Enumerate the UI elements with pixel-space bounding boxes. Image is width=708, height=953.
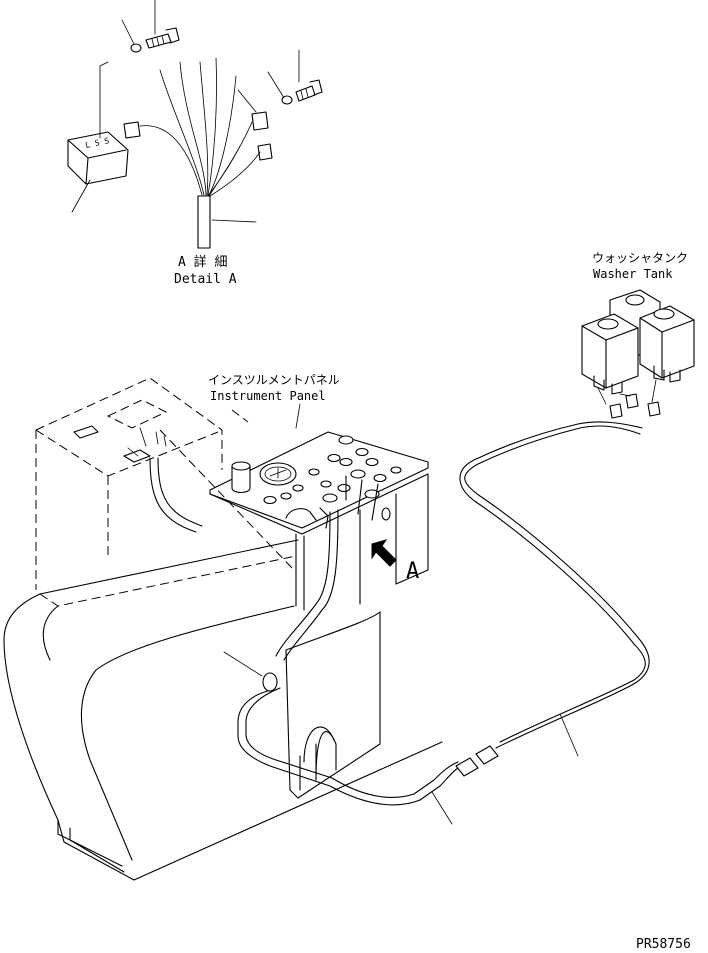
cylinder-part	[231, 461, 251, 494]
grommet-part	[262, 672, 278, 692]
detail-a-japanese-label: A 詳 細	[178, 254, 227, 270]
bold-arrow-up-left-icon	[371, 539, 397, 567]
detail-a-english-label: Detail A	[174, 272, 237, 287]
instrument-panel-japanese-label: インスツルメントパネル	[208, 373, 340, 387]
washer-tank-japanese-label: ウォッシャタンク	[592, 251, 688, 265]
gauge-icon	[259, 462, 297, 486]
connector-part	[455, 757, 479, 777]
control-unit-box: L S S	[67, 131, 129, 185]
cab-body-outline	[3, 377, 443, 881]
connector-part	[475, 745, 499, 765]
washer-part	[130, 43, 142, 53]
washer-tank-right	[639, 305, 695, 383]
connector-part	[257, 143, 273, 161]
grommet-hole	[381, 507, 391, 521]
svg-text:L S S: L S S	[85, 136, 111, 150]
drawing-number: PR58756	[636, 937, 691, 952]
bolt-part	[145, 27, 180, 49]
connector-part	[123, 121, 141, 139]
instrument-panel-plate	[209, 431, 429, 799]
instrument-panel-english-label: Instrument Panel	[210, 389, 326, 403]
connector-part	[251, 111, 269, 131]
detail-a-view: L S S A 詳 細 Detail A	[67, 0, 323, 287]
wire-harness-routing	[149, 421, 650, 825]
washer-tank-assembly: ウォッシャタンク Washer Tank	[581, 251, 695, 419]
connector-part	[609, 403, 623, 419]
washer-part	[281, 95, 293, 105]
connector-part	[647, 401, 661, 417]
washer-tank-english-label: Washer Tank	[593, 267, 673, 281]
wire-harness-detail	[99, 57, 261, 249]
switch-knobs	[263, 435, 402, 529]
washer-tank-left	[581, 313, 639, 395]
view-marker-a: A	[406, 559, 419, 584]
bolt-part	[295, 79, 323, 102]
connector-part	[625, 393, 639, 409]
